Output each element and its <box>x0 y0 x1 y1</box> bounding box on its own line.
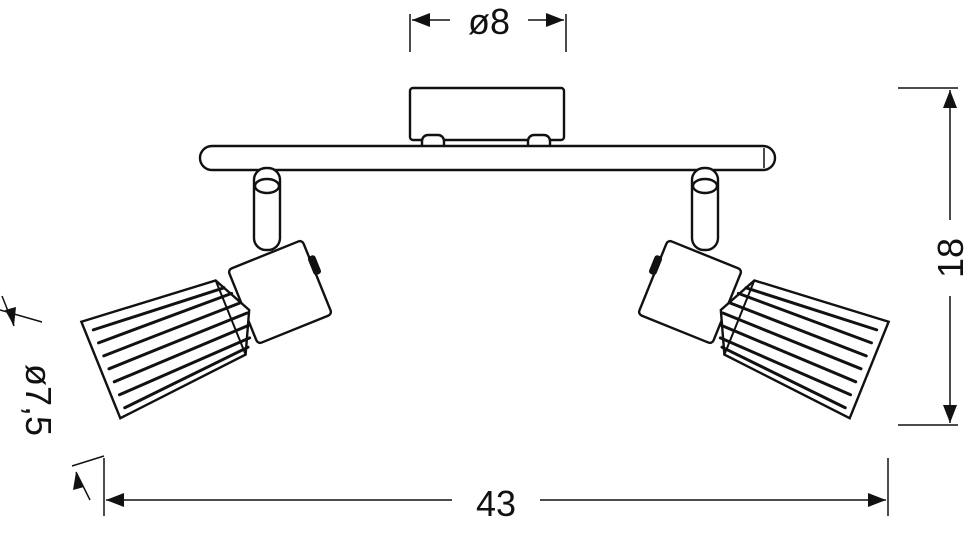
label-shade-diameter: ø7,5 <box>18 364 59 436</box>
ceiling-mount <box>408 86 566 153</box>
label-width: 43 <box>476 483 516 524</box>
label-mount-diameter: ø8 <box>468 1 510 42</box>
dimension-width: 43 <box>103 458 889 524</box>
left-spotlight <box>79 166 333 420</box>
right-spotlight <box>637 166 891 420</box>
mounting-bar <box>198 144 777 172</box>
dimension-shade-diameter: ø7,5 <box>0 295 105 501</box>
dimension-mount-diameter: ø8 <box>409 1 567 52</box>
dimension-height: 18 <box>898 87 970 426</box>
label-height: 18 <box>930 238 970 278</box>
